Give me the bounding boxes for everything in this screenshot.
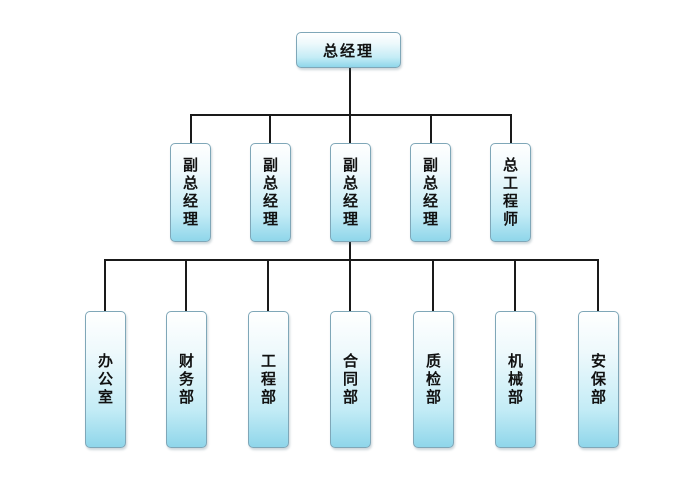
chief-engineer-box: 总工程师 <box>490 143 531 242</box>
connector-to-dept-7 <box>597 259 599 312</box>
connector-to-dept-3 <box>267 259 269 312</box>
connector-to-dept-6 <box>514 259 516 312</box>
dept-box-security: 安保部 <box>578 311 619 448</box>
dept-label-quality: 质检部 <box>424 352 442 407</box>
connector-to-dept-1 <box>104 259 106 312</box>
deputy-gm-box-1: 副总经理 <box>170 143 211 242</box>
deputy-gm-box-4: 副总经理 <box>410 143 451 242</box>
connector-to-dept-2 <box>185 259 187 312</box>
dept-label-office: 办公室 <box>96 352 114 407</box>
dept-box-contracts: 合同部 <box>330 311 371 448</box>
dept-box-office: 办公室 <box>85 311 126 448</box>
deputy-gm-label-2: 副总经理 <box>261 156 279 229</box>
dept-label-finance: 财务部 <box>177 352 195 407</box>
dept-box-machinery: 机械部 <box>495 311 536 448</box>
dept-label-engineering: 工程部 <box>259 352 277 407</box>
dept-box-quality: 质检部 <box>413 311 454 448</box>
dept-box-engineering: 工程部 <box>248 311 289 448</box>
dept-label-security: 安保部 <box>589 352 607 407</box>
deputy-gm-label-4: 副总经理 <box>421 156 439 229</box>
general-manager-label: 总经理 <box>322 41 374 60</box>
connector-to-level2-3 <box>349 114 351 144</box>
deputy-gm-box-3: 副总经理 <box>330 143 371 242</box>
connector-to-level2-2 <box>269 114 271 144</box>
general-manager-box: 总经理 <box>296 32 401 68</box>
connector-to-dept-4 <box>349 259 351 312</box>
deputy-gm-label-3: 副总经理 <box>341 156 359 229</box>
connector-to-level2-4 <box>430 114 432 144</box>
connector-to-level2-1 <box>190 114 192 144</box>
dept-label-machinery: 机械部 <box>506 352 524 407</box>
connector-departments-bar <box>104 259 599 261</box>
connector-to-level2-5 <box>510 114 512 144</box>
chief-engineer-label: 总工程师 <box>501 156 519 229</box>
connector-to-dept-5 <box>432 259 434 312</box>
connector-top-trunk <box>349 67 351 115</box>
connector-level2-bar <box>190 114 512 116</box>
deputy-gm-box-2: 副总经理 <box>250 143 291 242</box>
connector-mid-trunk <box>349 242 351 261</box>
deputy-gm-label-1: 副总经理 <box>181 156 199 229</box>
dept-box-finance: 财务部 <box>166 311 207 448</box>
dept-label-contracts: 合同部 <box>341 352 359 407</box>
